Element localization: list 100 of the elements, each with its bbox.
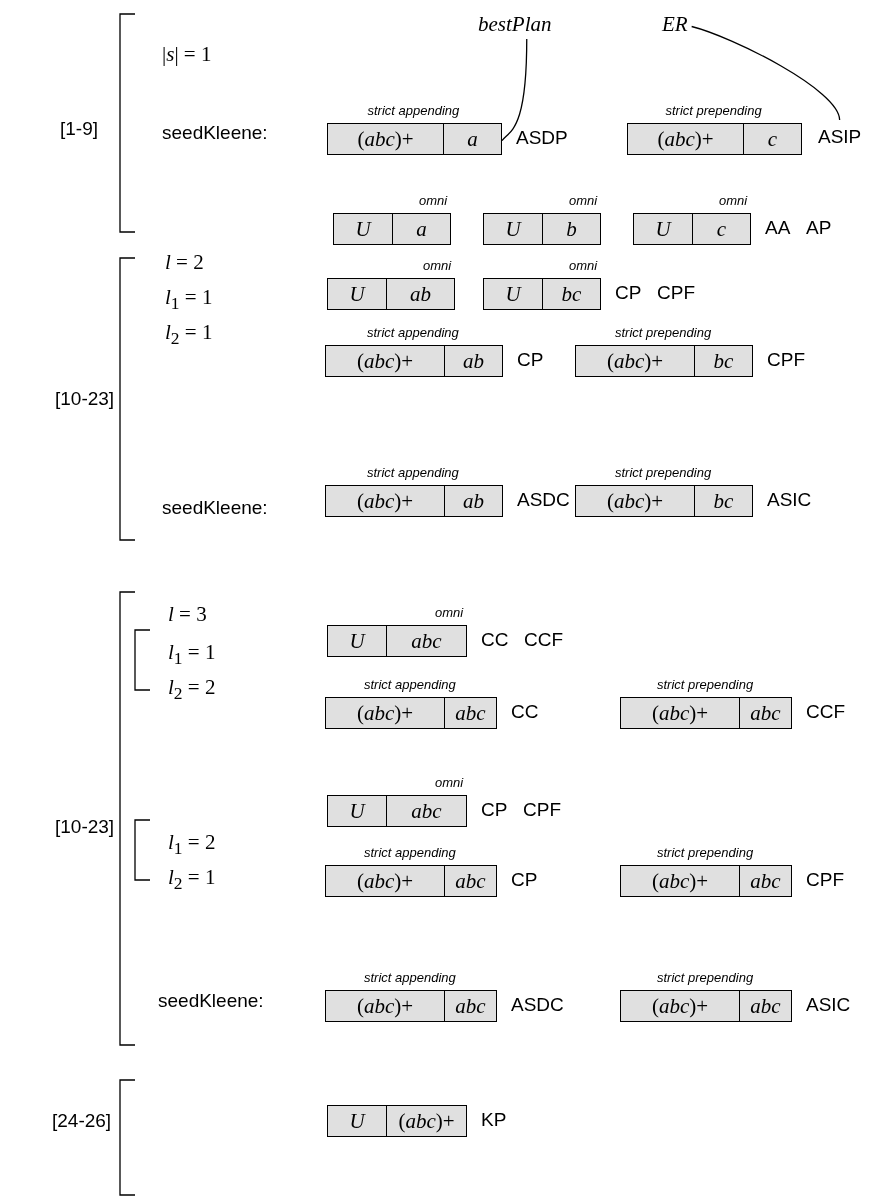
math-label: l = 2 <box>165 250 204 275</box>
formula-cell-text: U <box>354 215 373 243</box>
caption-label: strict prepending <box>665 103 762 118</box>
code-label: ASDC <box>517 489 570 511</box>
code-label: CP <box>511 869 538 891</box>
code-label: ASIP <box>818 126 862 148</box>
range-label: [10-23] <box>55 388 115 410</box>
code-label: AA <box>765 217 791 239</box>
formula-cell: ab <box>444 346 502 376</box>
caption-label: strict prepending <box>615 325 712 340</box>
caption-label: strict prepending <box>657 677 754 692</box>
code-label: KP <box>481 1109 507 1131</box>
formula-cell: bc <box>694 346 752 376</box>
formula-cell: bc <box>694 486 752 516</box>
caption-label: omni <box>569 193 598 208</box>
code-label: ASDC <box>511 994 564 1016</box>
formula-cell: c <box>692 214 750 244</box>
annotation-label: ER <box>662 12 688 37</box>
formula-cell-text: (abc)+ <box>605 347 665 375</box>
formula-box <box>325 697 497 729</box>
caption-label: strict appending <box>367 103 460 118</box>
caption-label: strict prepending <box>657 970 754 985</box>
formula-cell-text: (abc)+ <box>656 125 715 153</box>
code-label: ASIC <box>767 489 812 511</box>
caption-label: strict appending <box>367 325 459 340</box>
formula-box <box>575 345 753 377</box>
formula-cell-text: (abc)+ <box>356 125 415 153</box>
formula-cell: (abc)+ <box>386 1106 466 1136</box>
formula-cell-text: U <box>348 280 367 308</box>
formula-cell-text: (abc)+ <box>355 992 415 1020</box>
code-label: CPF <box>806 869 844 891</box>
formula-cell-text: (abc)+ <box>355 699 415 727</box>
formula-box <box>325 865 497 897</box>
caption-label: omni <box>435 605 464 620</box>
code-label: CCF <box>524 629 564 651</box>
caption-label: omni <box>435 775 464 790</box>
formula-cell-text: U <box>504 215 523 243</box>
range-label: [24-26] <box>52 1110 112 1132</box>
formula-box <box>333 213 451 245</box>
code-label: CCF <box>806 701 846 723</box>
range-label: [1-9] <box>60 118 99 140</box>
formula-cell-text: (abc)+ <box>650 699 710 727</box>
caption-label: strict appending <box>367 465 459 480</box>
math-label: l$_{2}$ = 1 <box>165 320 213 350</box>
code-label: CP <box>517 349 544 371</box>
formula-cell-text: (abc)+ <box>605 487 665 515</box>
formula-cell: bc <box>542 279 600 309</box>
code-label: CP <box>481 799 508 821</box>
formula-cell-text: U <box>654 215 673 243</box>
math-label: l$_{1}$ = 1 <box>168 640 216 670</box>
row-label: seedKleene: <box>162 497 268 519</box>
formula-cell: b <box>542 214 600 244</box>
math-label: l$_{2}$ = 1 <box>168 865 216 895</box>
math-label: |s| = 1 <box>162 42 212 67</box>
code-label: CC <box>511 701 539 723</box>
caption-label: strict prepending <box>615 465 712 480</box>
caption-label: strict appending <box>364 970 456 985</box>
formula-box <box>620 990 792 1022</box>
formula-cell-text: (abc)+ <box>650 992 710 1020</box>
formula-cell-text: (abc)+ <box>650 867 710 895</box>
formula-box <box>327 123 502 155</box>
code-label: AP <box>806 217 832 239</box>
formula-box <box>325 345 503 377</box>
leader-line <box>501 38 528 142</box>
formula-box <box>627 123 802 155</box>
code-label: CC <box>481 629 509 651</box>
code-label: CP <box>615 282 642 304</box>
formula-box <box>327 625 467 657</box>
formula-cell: a <box>443 124 501 154</box>
formula-cell: abc <box>386 626 466 656</box>
formula-cell: abc <box>739 991 791 1021</box>
math-label: l = 3 <box>168 602 207 627</box>
formula-cell-text: U <box>348 1107 367 1135</box>
caption-label: omni <box>569 258 598 273</box>
formula-box <box>327 795 467 827</box>
formula-cell: c <box>743 124 801 154</box>
formula-cell: ab <box>444 486 502 516</box>
row-label: seedKleene: <box>158 990 264 1012</box>
formula-cell-text: (abc)+ <box>355 487 415 515</box>
formula-box <box>620 697 792 729</box>
code-label: ASDP <box>516 127 568 149</box>
formula-cell: abc <box>739 698 791 728</box>
formula-cell: abc <box>386 796 466 826</box>
formula-box <box>327 278 455 310</box>
caption-label: omni <box>423 258 452 273</box>
range-label: [10-23] <box>55 816 115 838</box>
formula-cell: abc <box>739 866 791 896</box>
formula-box <box>483 278 601 310</box>
math-label: l$_{1}$ = 1 <box>165 285 213 315</box>
formula-cell-text: (abc)+ <box>355 347 415 375</box>
formula-cell: a <box>392 214 450 244</box>
caption-label: omni <box>719 193 748 208</box>
code-label: ASIC <box>806 994 851 1016</box>
math-label: l$_{2}$ = 2 <box>168 675 216 705</box>
formula-cell-text: U <box>348 627 367 655</box>
math-label: l$_{1}$ = 2 <box>168 830 216 860</box>
formula-box <box>483 213 601 245</box>
formula-cell-text: U <box>348 797 367 825</box>
row-label: seedKleene: <box>162 122 268 144</box>
code-label: CPF <box>657 282 695 304</box>
